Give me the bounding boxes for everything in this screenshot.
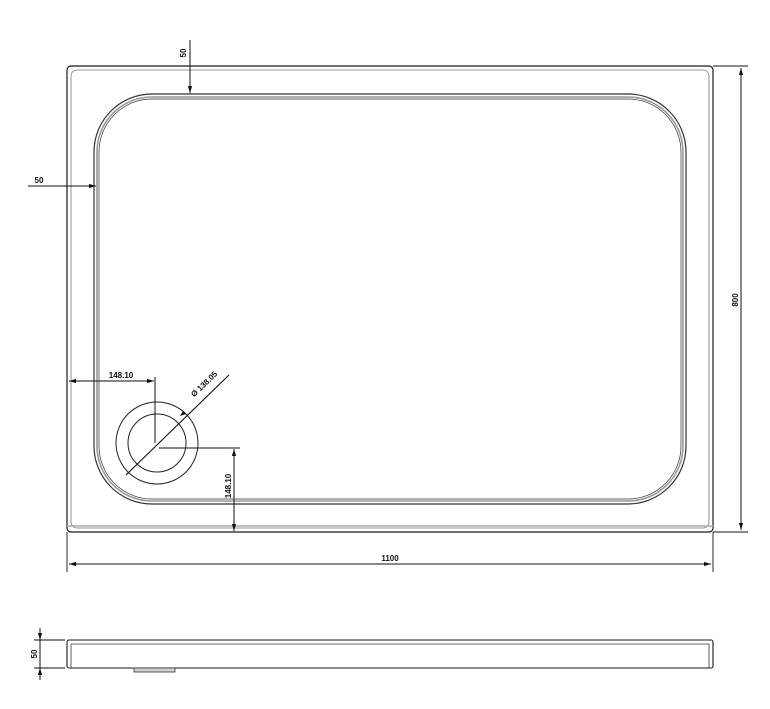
- dim-depth-label: 800: [731, 293, 740, 307]
- basin-innermost: [98, 98, 682, 500]
- drain-inner-ring: [127, 413, 187, 473]
- drain-outer-ring: [115, 401, 199, 485]
- dim-width-label: 1100: [381, 554, 399, 563]
- dimension-left-rim: 50: [28, 176, 96, 189]
- dimension-top-rim: 50: [179, 40, 193, 93]
- dimension-side-height: 50: [30, 628, 65, 680]
- side-drain-waste: [133, 667, 176, 673]
- basin-inner: [96, 96, 684, 502]
- dim-drain-y-label: 148.10: [224, 473, 233, 498]
- side-tray-body: [66, 639, 714, 669]
- dim-drain-diameter-label: Ø 138.05: [189, 369, 219, 399]
- plan-view: [66, 65, 714, 533]
- basin-outer: [93, 93, 687, 505]
- dimension-drain-y: 148.10: [159, 447, 240, 531]
- tray-outer-edge: [66, 65, 714, 533]
- tray-rim-edge: [70, 69, 710, 529]
- dim-top-rim-label: 50: [179, 48, 188, 57]
- dimension-drain-x: 148.10: [69, 371, 156, 443]
- dimension-depth-800: 800: [713, 65, 748, 533]
- dim-left-rim-label: 50: [35, 176, 44, 185]
- side-view: [66, 639, 714, 673]
- dimension-width-1100: 1100: [66, 532, 714, 572]
- dim-side-height-label: 50: [30, 649, 39, 658]
- dim-drain-x-label: 148.10: [109, 371, 134, 380]
